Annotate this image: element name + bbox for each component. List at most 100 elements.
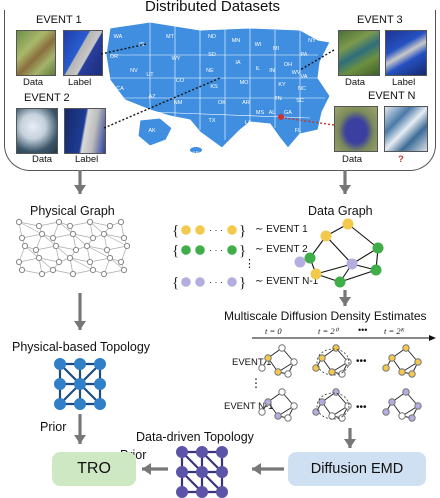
data-topology-node xyxy=(196,486,208,498)
arrow-emd-to-topology-head xyxy=(252,463,261,475)
eventn-data-caption: Data xyxy=(342,154,363,165)
ms-row2-t1-node xyxy=(344,402,352,410)
brace-close: } xyxy=(239,275,246,291)
arrow-to-physical-head xyxy=(74,185,86,194)
alaska-shape xyxy=(137,117,173,147)
physical-topology-node xyxy=(94,378,106,390)
data-graph-node xyxy=(370,264,382,276)
physical-node xyxy=(55,258,63,266)
physical-topology-node xyxy=(54,398,66,410)
physical-topology-node xyxy=(54,378,66,390)
physical-edge xyxy=(86,245,108,251)
tro-label: TRO xyxy=(77,460,111,477)
state-label-ga: GA xyxy=(284,110,292,116)
data-row-ellipsis: · · · xyxy=(209,277,223,287)
ms-row1-t1-node xyxy=(312,364,320,372)
ms-row2-t0-node xyxy=(274,412,282,420)
physical-edge xyxy=(52,269,74,275)
data-topology-node xyxy=(216,446,228,458)
physical-edge xyxy=(18,257,40,263)
physical-node xyxy=(69,270,77,278)
physical-edge xyxy=(103,233,128,247)
state-label-fl: FL xyxy=(295,128,301,134)
hawaii-shape xyxy=(190,147,202,153)
physical-edge xyxy=(35,245,57,251)
arrow-to-physical-topology-head xyxy=(74,321,86,330)
data-row-dot xyxy=(227,245,237,255)
ms-row2-t0-node xyxy=(264,398,272,406)
physical-node xyxy=(100,270,108,278)
state-label-sc: SC xyxy=(296,98,304,104)
data-row-dot xyxy=(227,277,237,287)
physical-node xyxy=(106,254,114,262)
physical-node xyxy=(106,222,114,230)
connector-event2 xyxy=(103,77,221,129)
data-topology-node xyxy=(196,446,208,458)
physical-edge xyxy=(38,221,60,227)
connector-eventn xyxy=(284,117,335,126)
eventn-location-marker xyxy=(278,114,284,120)
physical-node xyxy=(15,258,23,266)
data-graph-vdots: ⋮ xyxy=(244,258,255,270)
data-row-dot xyxy=(227,225,237,235)
data-row-dot xyxy=(195,277,205,287)
ms-row1-diffusion-ring xyxy=(316,348,350,376)
physical-edge xyxy=(106,245,128,251)
physical-node xyxy=(89,266,97,274)
ms-row1-t0-node xyxy=(278,344,286,352)
arrow-to-tro-head xyxy=(74,435,86,444)
physical-node xyxy=(72,246,80,254)
ms-row2-t0-node xyxy=(278,388,286,396)
data-graph-node xyxy=(310,268,322,280)
brace-open: { xyxy=(172,223,179,239)
state-label-ia: IA xyxy=(235,60,241,66)
event1-data-image xyxy=(16,30,56,76)
event2-data-caption: Data xyxy=(32,154,53,165)
physical-node xyxy=(86,218,94,226)
ms-row2-t0-node xyxy=(290,402,298,410)
physical-graph-title: Physical Graph xyxy=(30,204,115,218)
t-label-k: t = 2ᴷ xyxy=(384,326,405,336)
event2-data-image xyxy=(16,108,58,154)
state-label-nd: ND xyxy=(208,34,216,40)
physical-edge xyxy=(69,257,94,271)
physical-node xyxy=(120,266,128,274)
state-label-la: LA xyxy=(245,120,252,126)
physical-node xyxy=(18,234,26,242)
physical-node xyxy=(38,270,46,278)
multiscale-title: Multiscale Diffusion Density Estimates xyxy=(224,309,427,323)
physical-edge xyxy=(52,233,74,239)
brace-close: } xyxy=(239,223,246,239)
physical-node xyxy=(55,218,63,226)
physical-node xyxy=(38,230,46,238)
state-label-ak: AK xyxy=(148,128,156,134)
data-graph-edge xyxy=(325,235,353,265)
ms-row2-t1-node xyxy=(312,408,320,416)
ms-row2-t0-node xyxy=(258,408,266,416)
state-label-pa: PA xyxy=(301,52,308,58)
data-graph-node xyxy=(346,258,358,270)
physical-node xyxy=(89,234,97,242)
state-label-ks: KS xyxy=(210,84,218,90)
brace-close: } xyxy=(239,243,246,259)
ms-row2-t1-node xyxy=(328,412,336,420)
multiscale-row-1-label: EVENT 1 xyxy=(232,357,272,368)
physical-edge xyxy=(18,221,40,227)
ms-row1-t1-node xyxy=(344,358,352,366)
state-label-oh: OH xyxy=(284,62,292,68)
physical-edge xyxy=(89,221,111,227)
state-label-wv: WV xyxy=(292,70,301,76)
ms-row1-t0-node xyxy=(284,370,292,378)
data-row-dot xyxy=(181,225,191,235)
ms-row2-t1-node xyxy=(332,388,340,396)
event3-label-caption: Label xyxy=(392,77,416,88)
physical-node xyxy=(49,266,57,274)
state-label-wy: WY xyxy=(172,56,181,62)
state-label-in: IN xyxy=(269,68,275,74)
event2-label-image xyxy=(64,108,106,154)
multiscale-ellipsis-1: ••• xyxy=(356,356,367,367)
ms-row1-tk-node xyxy=(398,368,406,376)
ms-row1-tk-node xyxy=(382,364,390,372)
physical-topology-title: Physical-based Topology xyxy=(12,340,151,354)
state-label-nc: NC xyxy=(298,86,306,92)
